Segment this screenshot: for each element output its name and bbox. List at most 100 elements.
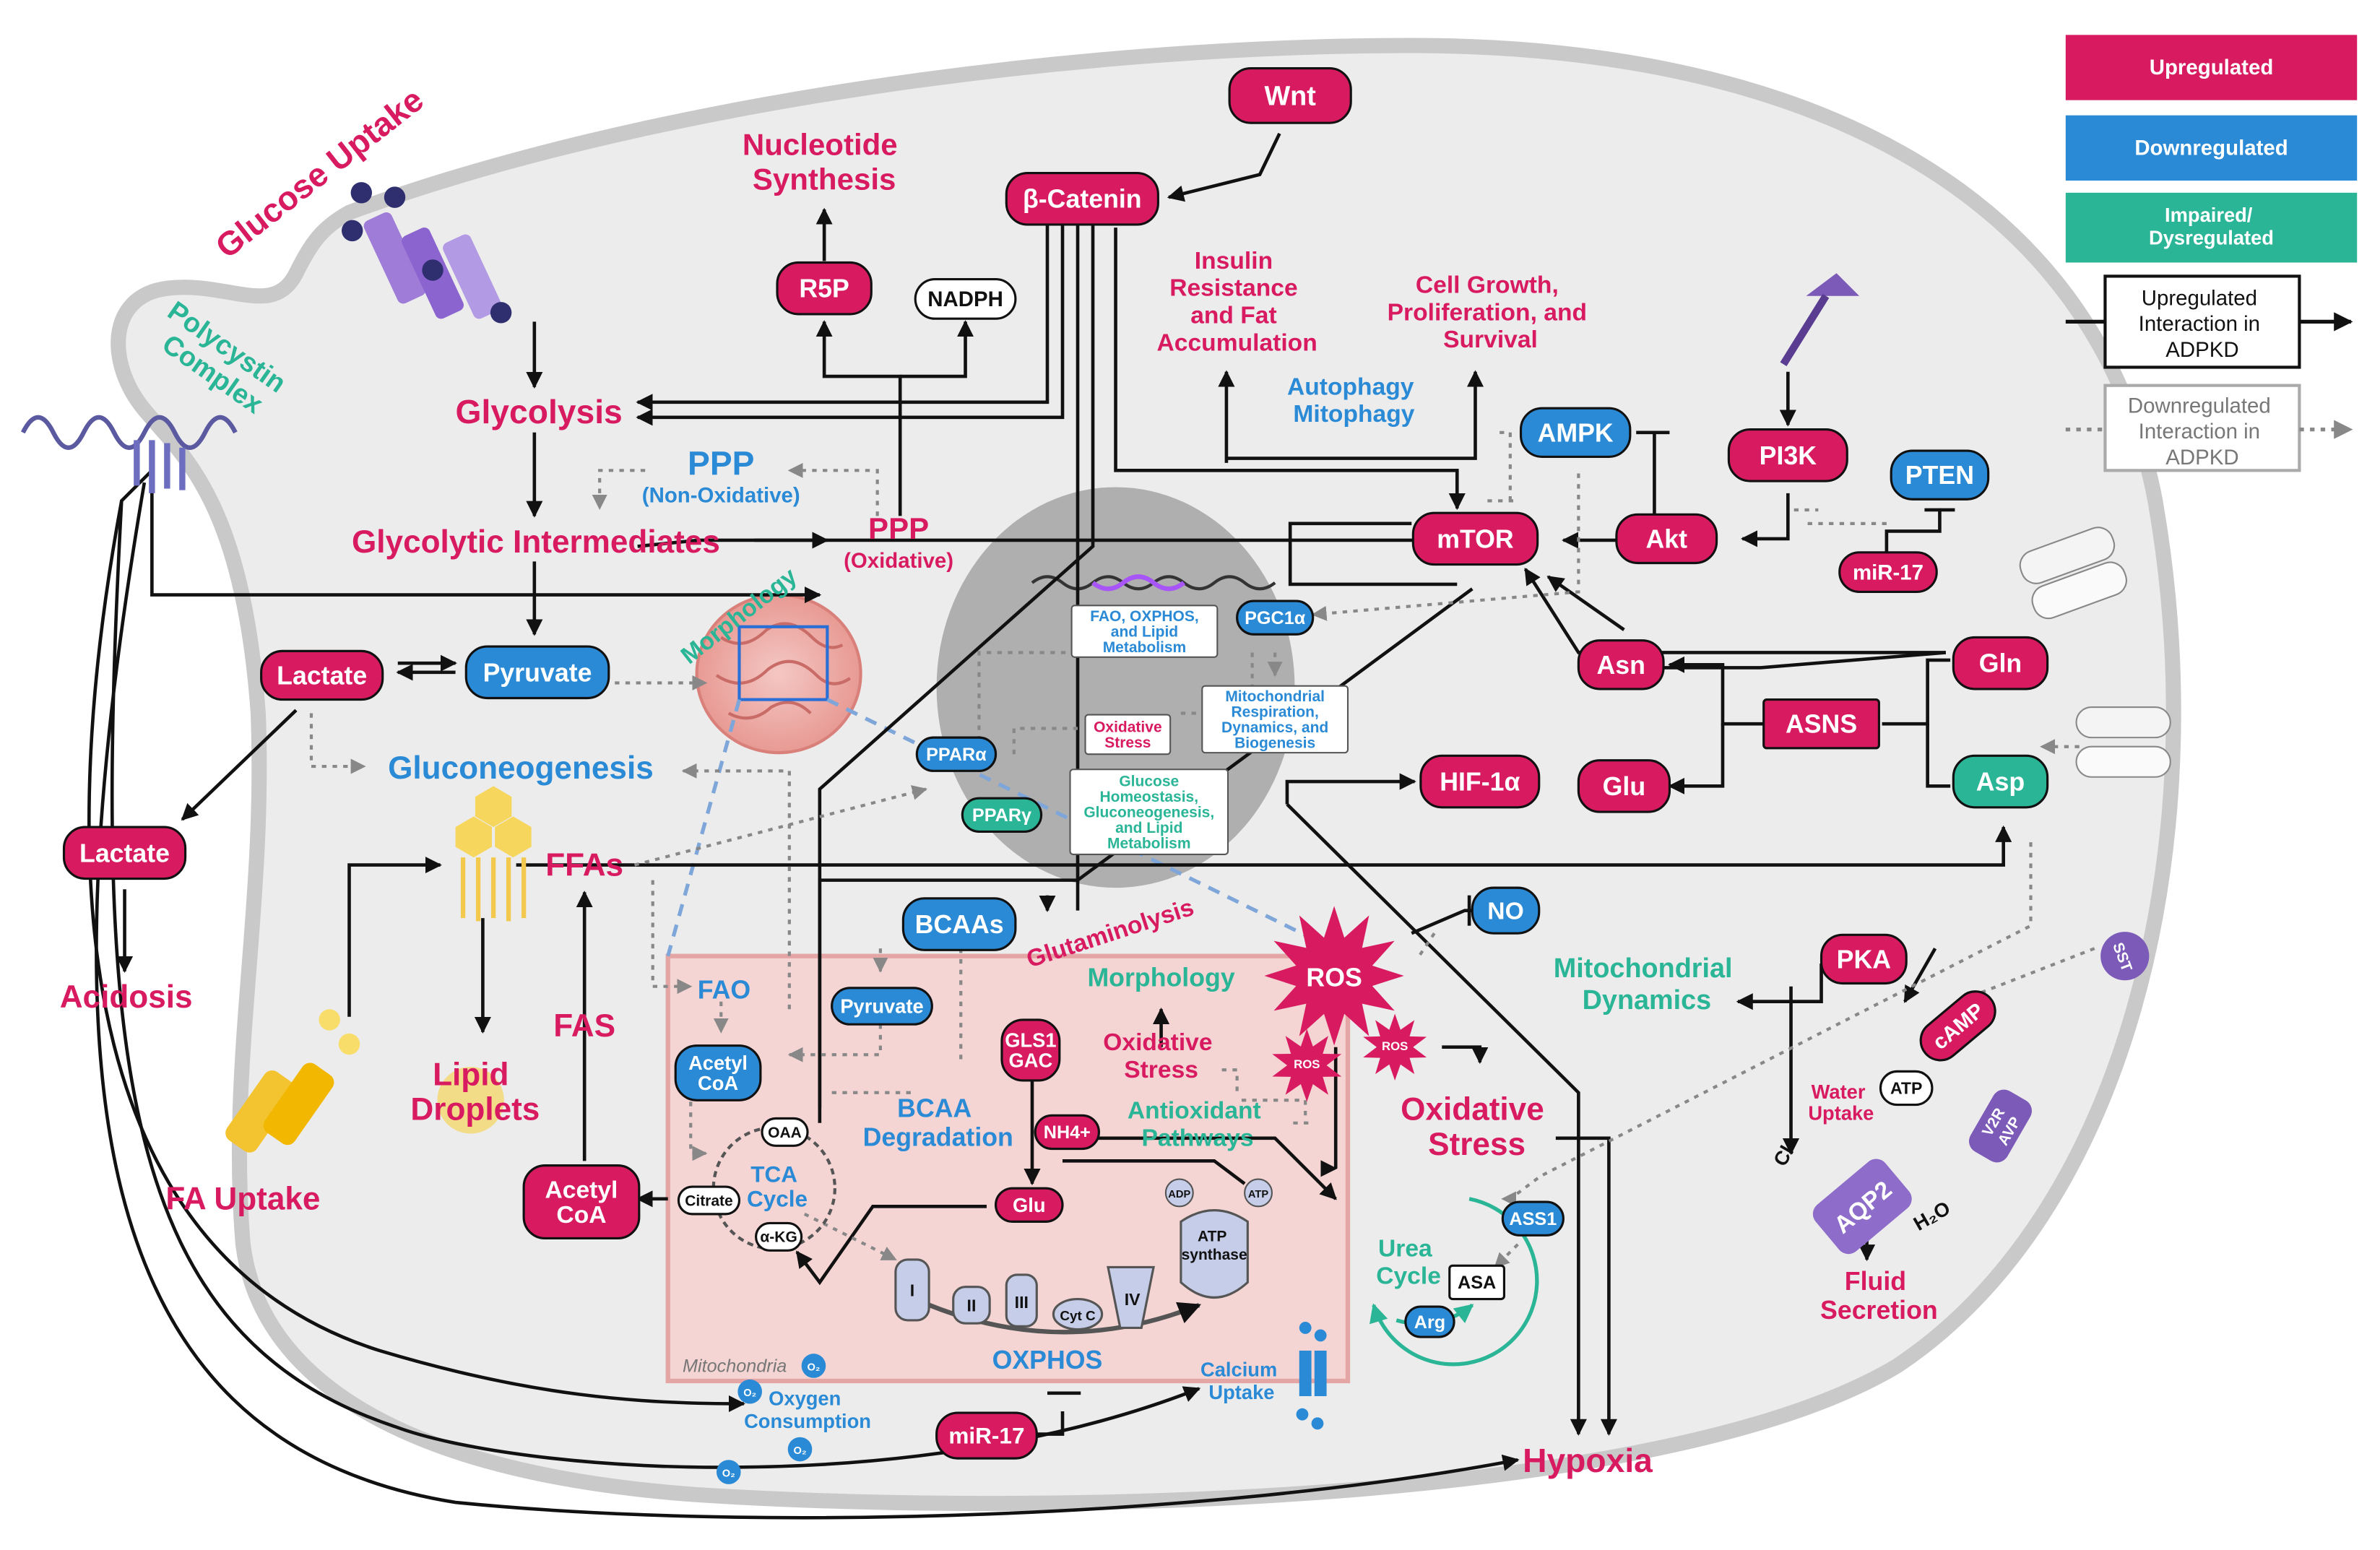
mito-pyruvate-node-label: Pyruvate <box>840 995 923 1018</box>
legend-down-label: Downregulated <box>2134 136 2288 160</box>
citrate-node: Citrate <box>677 1185 741 1216</box>
mtor-node: mTOR <box>1411 511 1539 566</box>
ampk-node: AMPK <box>1519 407 1632 459</box>
ppara-node-label: PPARα <box>926 745 987 765</box>
mito-pyruvate-node: Pyruvate <box>831 987 933 1026</box>
svg-text:ADP: ADP <box>1168 1189 1190 1200</box>
pparg-node: PPARγ <box>961 797 1043 833</box>
lactate2-node: Lactate <box>62 826 187 880</box>
mir17b-node-label: miR-17 <box>948 1423 1024 1449</box>
water-uptake-label: Water Uptake <box>1808 1081 1874 1124</box>
pparg-node-label: PPARγ <box>972 805 1031 826</box>
svg-text:II: II <box>967 1296 977 1315</box>
ppp-ox-label: PPP <box>868 511 929 545</box>
bcatenin-node: β-Catenin <box>1005 171 1159 226</box>
no-node-label: NO <box>1487 898 1523 925</box>
ppp-nonox-sub-label: (Non-Oxidative) <box>642 483 800 507</box>
arg-node-label: Arg <box>1414 1312 1445 1333</box>
oaa-node: OAA <box>761 1117 809 1147</box>
asa-node-label: ASA <box>1458 1273 1496 1293</box>
wnt-node-label: Wnt <box>1264 82 1316 112</box>
ros-small-icon-2 <box>1363 1013 1427 1081</box>
glu-right-node-label: Glu <box>1603 772 1645 801</box>
fa-uptake-label: FA Uptake <box>165 1182 320 1217</box>
asn-node-label: Asn <box>1596 651 1645 680</box>
akt-node: Akt <box>1615 513 1718 565</box>
svg-text:III: III <box>1015 1293 1029 1312</box>
calcium-uptake-label: Calcium Uptake <box>1200 1359 1283 1404</box>
nucleotide-synthesis-label: Nucleotide Synthesis <box>743 127 906 196</box>
tca-cycle-label: TCA Cycle <box>747 1161 808 1212</box>
asns-node-label: ASNS <box>1786 710 1857 739</box>
complex-iii-icon <box>1005 1273 1038 1328</box>
legend-up-interaction: Upregulated Interaction in ADPKD <box>2139 286 2267 361</box>
svg-text:O₂: O₂ <box>743 1387 756 1399</box>
o2-molecule-icon: O₂ <box>787 1437 813 1462</box>
ass1-node: ASS1 <box>1501 1200 1565 1237</box>
glycolysis-label: Glycolysis <box>456 393 623 430</box>
pyruvate-node-label: Pyruvate <box>483 658 592 687</box>
pi3k-node: PI3K <box>1727 428 1848 482</box>
lipid-droplets-label: Lipid Droplets <box>410 1057 540 1127</box>
atp-right-node-label: ATP <box>1890 1079 1923 1098</box>
lipid-droplet-icon <box>437 1067 504 1134</box>
arg-node: Arg <box>1404 1305 1455 1338</box>
r5p-node: R5P <box>776 261 873 316</box>
dna-highlight <box>1091 574 1186 592</box>
gluconeogenesis-label: Gluconeogenesis <box>388 750 654 786</box>
legend-up-label: Upregulated <box>2150 56 2274 79</box>
mitochondria-label: Mitochondria <box>683 1356 787 1376</box>
mito-morphology-inner-label: Morphology <box>1087 964 1234 992</box>
asa-node: ASA <box>1448 1264 1505 1301</box>
legend-up-swatch <box>2065 35 2358 100</box>
asp-node: Asp <box>1952 754 2049 809</box>
asp-node-label: Asp <box>1976 768 2025 797</box>
o2-molecule-icon: O₂ <box>737 1379 762 1404</box>
complex-ii-icon <box>952 1286 991 1325</box>
pten-node: PTEN <box>1890 449 1990 501</box>
oxidative-stress-right-label: Oxidative Stress <box>1401 1092 1553 1162</box>
oaa-node-label: OAA <box>768 1125 802 1141</box>
ros-big-label: ROS <box>1306 964 1362 992</box>
nadph-node: NADPH <box>914 278 1017 320</box>
pka-node-label: PKA <box>1837 945 1891 974</box>
calcium-channel-icon <box>1296 1322 1327 1430</box>
mir17a-node: miR-17 <box>1838 551 1938 593</box>
ampk-node-label: AMPK <box>1538 418 1614 447</box>
r5p-node-label: R5P <box>799 274 849 303</box>
fa-transporter-icon <box>225 1009 360 1153</box>
lactate2-node-label: Lactate <box>79 839 170 867</box>
atp-synthase-icon <box>1180 1209 1249 1299</box>
glycolytic-intermediates-label: Glycolytic Intermediates <box>352 524 720 560</box>
complex-i-icon <box>894 1258 930 1322</box>
acidosis-label: Acidosis <box>60 979 193 1015</box>
pgc1a-node-label: PGC1α <box>1245 608 1306 628</box>
mito-fao-label: FAO <box>698 976 750 1005</box>
bcaa-degradation-label: BCAA Degradation <box>863 1094 1013 1151</box>
oxphos-complexes <box>894 1209 1249 1331</box>
atp-right-node: ATP <box>1879 1070 1934 1107</box>
nadph-node-label: NADPH <box>927 287 1003 311</box>
svg-text:O₂: O₂ <box>794 1445 807 1457</box>
hif-node-label: HIF-1α <box>1440 768 1520 797</box>
akg-node-label: α-KG <box>760 1229 797 1246</box>
citrate-node-label: Citrate <box>685 1192 733 1209</box>
legend-impaired-label: Impaired/ Dysregulated <box>2149 204 2274 249</box>
gln-node: Gln <box>1952 636 2049 690</box>
glu-mito-node: Glu <box>994 1187 1064 1223</box>
hypoxia-label: Hypoxia <box>1523 1442 1653 1479</box>
